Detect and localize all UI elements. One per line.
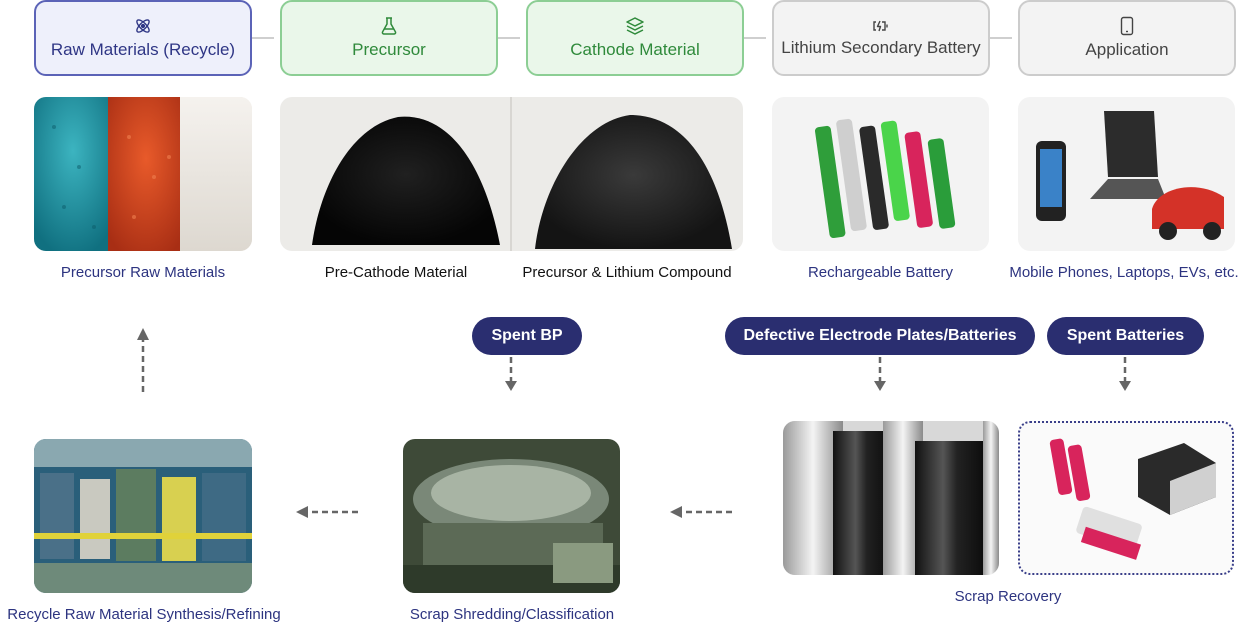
arrow-left-icon	[670, 506, 732, 518]
stage-connector	[252, 37, 274, 39]
stage-connector	[498, 37, 520, 39]
arrow-down-icon	[505, 357, 517, 391]
arrow-up-icon	[137, 328, 149, 392]
stage-label: Lithium Secondary Battery	[781, 38, 981, 57]
pill-spent-batteries: Spent Batteries	[1047, 317, 1204, 355]
applications-image	[1018, 97, 1235, 251]
precursor-raw-materials-image	[34, 97, 252, 251]
stage-label: Application	[1085, 40, 1169, 59]
pill-spent-bp: Spent BP	[472, 317, 582, 355]
stage-label: Cathode Material	[570, 40, 700, 59]
stage-label: Raw Materials (Recycle)	[50, 40, 236, 59]
electrode-rolls-image	[783, 421, 999, 575]
caption-refining: Recycle Raw Material Synthesis/Refining	[7, 606, 281, 623]
stage-connector	[744, 37, 766, 39]
stage-raw-materials: Raw Materials (Recycle)	[34, 0, 252, 76]
mobile-icon	[1120, 16, 1134, 36]
pill-defective-electrode: Defective Electrode Plates/Batteries	[725, 317, 1035, 355]
caption-scrap-recovery: Scrap Recovery	[954, 588, 1062, 605]
cathode-powder-image	[280, 97, 743, 251]
stage-application: Application	[1018, 0, 1236, 76]
spent-batteries-image	[1018, 421, 1234, 575]
stage-connector	[990, 37, 1012, 39]
caption-rechargeable-battery: Rechargeable Battery	[807, 264, 954, 281]
flask-icon	[381, 17, 397, 35]
layers-icon	[626, 17, 644, 35]
stage-lithium-battery: Lithium Secondary Battery	[772, 0, 990, 76]
refining-plant-image	[34, 439, 252, 593]
caption-precursor-raw-materials: Precursor Raw Materials	[60, 264, 226, 281]
stage-precursor: Precursor	[280, 0, 498, 76]
caption-shredding: Scrap Shredding/Classification	[409, 606, 615, 623]
arrow-left-icon	[296, 506, 358, 518]
stage-label: Precursor	[352, 40, 426, 59]
caption-precursor-lithium-compound: Precursor & Lithium Compound	[522, 264, 732, 281]
caption-applications: Mobile Phones, Laptops, EVs, etc.	[1009, 264, 1239, 281]
caption-pre-cathode-material: Pre-Cathode Material	[324, 264, 468, 281]
arrow-down-icon	[1119, 357, 1131, 391]
battery-charging-icon	[873, 20, 888, 32]
stage-cathode-material: Cathode Material	[526, 0, 744, 76]
rechargeable-battery-image	[772, 97, 989, 251]
arrow-down-icon	[874, 357, 886, 391]
shredding-machine-image	[403, 439, 620, 593]
atom-icon	[136, 19, 150, 33]
